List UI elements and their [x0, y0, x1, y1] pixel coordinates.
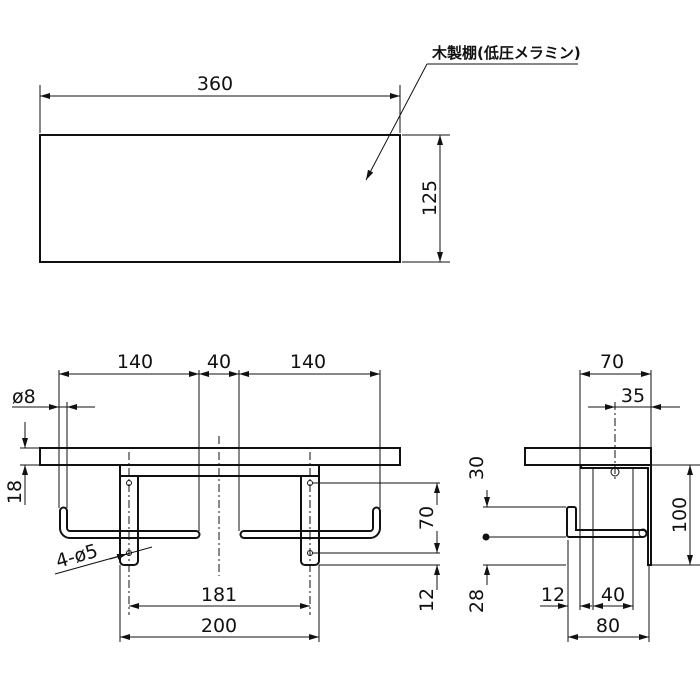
right-paper-holder	[239, 506, 381, 539]
side-paper-holder	[566, 506, 648, 538]
dim-70-label: 70	[600, 351, 624, 373]
dim-40-label: 40	[601, 584, 625, 606]
side-view: 70 35 100 30 28 12 40 80	[466, 351, 700, 642]
dim-70-front: 70	[416, 506, 438, 530]
dim-center-gap: 40	[207, 351, 231, 373]
dim-12-front: 12	[416, 588, 438, 612]
rod-diameter-label: ø8	[12, 386, 36, 408]
bracket-width-label: 200	[201, 615, 237, 637]
shelf-side-outline	[524, 447, 652, 466]
reference-dot	[482, 533, 490, 541]
front-view: 140 40 140 ø8 18 4-ø5 181 200 70 12	[4, 351, 440, 642]
hole-pitch-label: 181	[201, 584, 237, 606]
dim-30-label: 30	[466, 456, 488, 480]
material-note: 木製棚(低圧メラミン)	[431, 44, 581, 62]
left-paper-holder	[59, 506, 201, 539]
shelf-thickness-label: 18	[4, 480, 26, 504]
shelf-top-outline	[39, 134, 401, 263]
shelf-front-outline	[39, 447, 401, 466]
top-view: 360 125 木製棚(低圧メラミン)	[39, 44, 581, 263]
dim-width-label: 360	[197, 73, 233, 95]
rod-end	[638, 528, 648, 538]
material-leader	[365, 63, 428, 181]
side-bracket	[580, 465, 652, 566]
dim-left-span: 140	[117, 351, 153, 373]
dim-100-label: 100	[669, 497, 691, 533]
dim-35-label: 35	[621, 385, 645, 407]
dim-12-label: 12	[541, 584, 565, 606]
dim-right-span: 140	[290, 351, 326, 373]
dim-80-label: 80	[596, 615, 620, 637]
dim-28-label: 28	[466, 589, 488, 613]
dim-depth-label: 125	[419, 180, 441, 216]
